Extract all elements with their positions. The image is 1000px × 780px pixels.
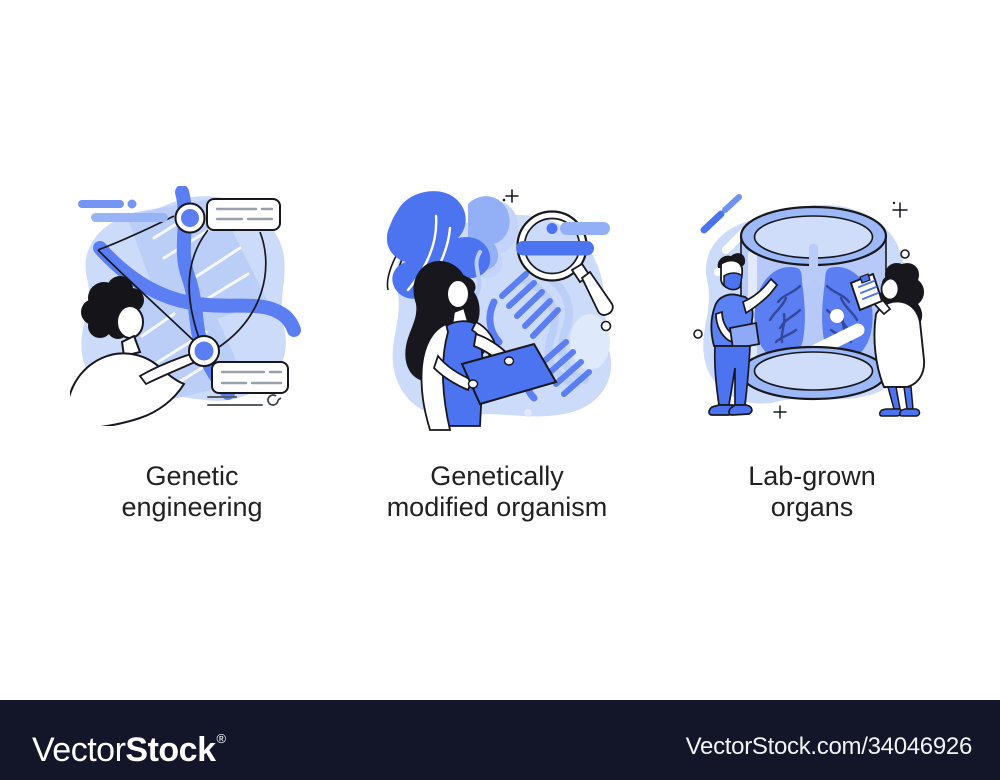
- small-circle-decor: [693, 329, 703, 339]
- chamber-base: [739, 345, 888, 401]
- watermark-bar: VectorStock® VectorStock.com/34046926: [0, 700, 1000, 780]
- sparkle-icon: [502, 189, 519, 203]
- blue-dashes-decor: [700, 194, 742, 234]
- arm-left: [432, 354, 474, 392]
- clipboard-clip: [859, 273, 871, 284]
- face-mask: [723, 272, 743, 291]
- shoe: [899, 408, 921, 417]
- shoe: [728, 404, 753, 416]
- callout-box-bottom: [211, 361, 289, 394]
- hair-fringe: [446, 273, 470, 286]
- pants: [713, 345, 751, 406]
- sparkle-icon: [892, 201, 908, 218]
- caption-line: engineering: [121, 492, 263, 522]
- doctor-with-clipboard-figure: [849, 262, 925, 417]
- logo-word-stock: Stock: [125, 731, 216, 769]
- genetic-engineering-artwork: [70, 186, 301, 426]
- shoe: [879, 408, 903, 417]
- leg: [887, 386, 901, 410]
- caption-line: modified organism: [386, 492, 608, 522]
- glass-dot: [830, 309, 844, 323]
- footnote-lines: [207, 394, 282, 406]
- caption-genetic-engineering: Genetic engineering: [47, 461, 337, 523]
- annotation-strings: [97, 215, 267, 350]
- tablet: [728, 321, 761, 351]
- researcher-figure: [70, 276, 203, 426]
- illustration-genetically-modified-organism: [376, 184, 626, 432]
- leg: [903, 386, 914, 410]
- data-pills: [516, 222, 610, 256]
- scientist-figure: [405, 261, 558, 431]
- sparkle-icon: [773, 405, 787, 419]
- caption-line: Genetically: [430, 461, 564, 491]
- small-circle-decor: [600, 320, 612, 332]
- lab-grown-organs-artwork: [693, 194, 925, 419]
- registered-mark: ®: [216, 731, 226, 746]
- caption-line: organs: [770, 492, 854, 522]
- caption-line: Genetic: [145, 461, 239, 491]
- site-credit-text: VectorStock.com/34046926: [685, 733, 973, 760]
- caption-line: Lab-grown: [748, 461, 876, 491]
- laptop: [460, 342, 558, 406]
- face: [446, 279, 470, 309]
- illustration-genetic-engineering: [70, 186, 305, 426]
- decor-pills: [78, 199, 168, 222]
- callout-box-top: [206, 198, 281, 231]
- hand: [467, 379, 479, 389]
- hand: [503, 356, 515, 366]
- gene-marker-node-top: [174, 202, 206, 234]
- illustration-lab-grown-organs: [688, 188, 930, 424]
- dna-helix: [486, 268, 592, 402]
- shadow-leaf: [570, 314, 610, 370]
- face: [116, 305, 144, 339]
- caption-genetically-modified-organism: Genetically modified organism: [352, 461, 642, 523]
- pointing-arm: [741, 277, 779, 315]
- vectorstock-logo: VectorStock®: [32, 720, 226, 769]
- light-dot-decor: [524, 409, 532, 417]
- small-circle-decor: [900, 249, 910, 259]
- logo-word-vector: Vector: [32, 731, 126, 769]
- gene-marker-node-bottom-with-lens: [188, 335, 220, 367]
- lab-coat: [873, 300, 925, 388]
- caption-lab-grown-organs: Lab-grown organs: [667, 461, 957, 523]
- hair-fringe: [882, 274, 902, 286]
- scientist-pointing-figure: [708, 253, 779, 416]
- gmo-artwork: [386, 189, 614, 431]
